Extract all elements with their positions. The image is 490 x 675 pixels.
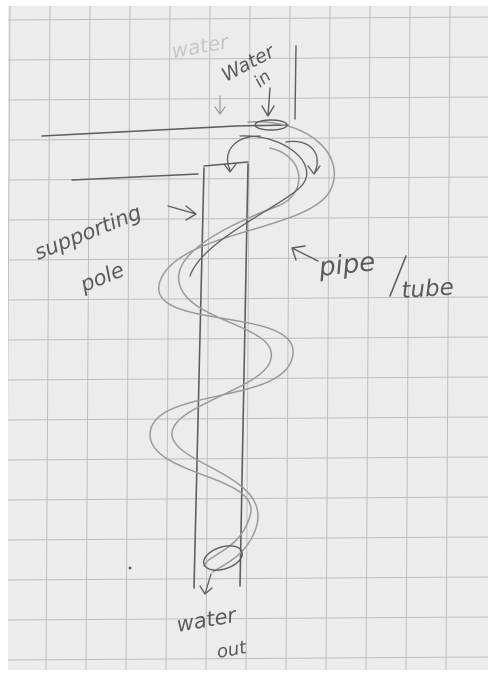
- grid-line-vertical: [46, 6, 50, 670]
- grid-line-vertical: [8, 6, 10, 670]
- pipe-pointer-arrow: [292, 246, 318, 261]
- grid-line-horizontal: [8, 97, 488, 100]
- water-out-label-bottom: out: [215, 637, 249, 663]
- left-curl-arrow: [224, 136, 260, 172]
- right-curl-arrow: [286, 141, 320, 174]
- tube-label: tube: [401, 274, 455, 304]
- grid-line-vertical: [126, 6, 130, 670]
- water-out-arrow: [200, 574, 212, 594]
- water-in-faint-label: water: [170, 29, 232, 63]
- graph-paper-grid: [8, 6, 488, 670]
- inlet-wall-line: [295, 46, 296, 119]
- water-in-arrow: [262, 88, 274, 116]
- grid-line-vertical: [446, 6, 450, 670]
- grid-line-horizontal: [8, 457, 488, 460]
- grid-line-vertical: [86, 6, 90, 670]
- grid-line-vertical: [166, 6, 170, 670]
- supporting-pole-label-line2: pole: [76, 258, 128, 297]
- grid-line-vertical: [206, 6, 210, 670]
- pipe-outlet-opening: [201, 541, 246, 574]
- grid-line-horizontal: [8, 657, 488, 660]
- supporting-pole: [194, 162, 248, 588]
- supporting-pole-label-line1: supporting: [31, 200, 145, 265]
- sketch-drawing: water Water in supporting pole pipe tube…: [8, 6, 488, 670]
- top-ledge-line: [42, 125, 288, 136]
- grid-line-horizontal: [8, 577, 488, 580]
- pipe-label: pipe: [317, 247, 377, 283]
- water-out-label-top: water: [175, 603, 239, 637]
- sketch-paper: water Water in supporting pole pipe tube…: [8, 6, 488, 670]
- grid-line-horizontal: [8, 617, 488, 620]
- grid-line-horizontal: [8, 17, 488, 20]
- grid-line-horizontal: [8, 537, 488, 540]
- pencil-dot: [129, 567, 132, 570]
- support-pointer-arrow: [168, 206, 196, 220]
